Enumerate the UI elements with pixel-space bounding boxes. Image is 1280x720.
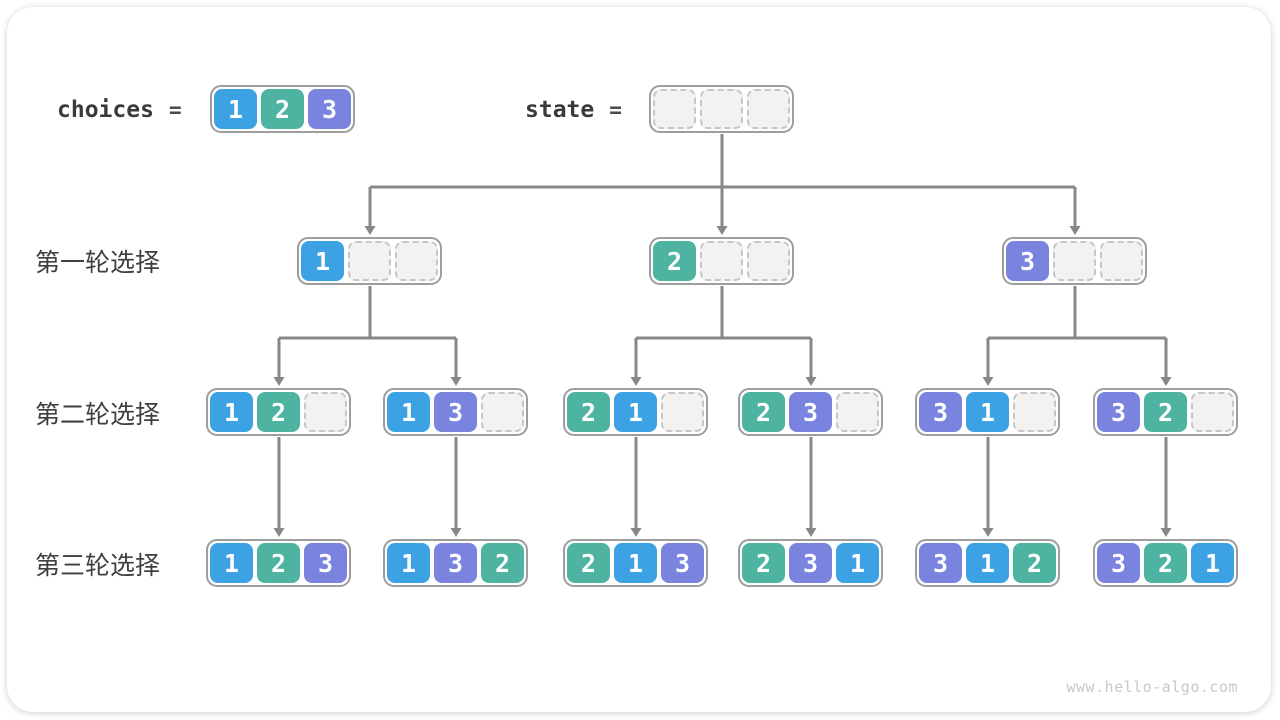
empty-slot	[348, 241, 391, 281]
choice-cell-1: 1	[614, 392, 657, 432]
choice-cell-2: 2	[1013, 543, 1056, 583]
choice-cell-3: 3	[434, 543, 477, 583]
choice-cell-1: 1	[387, 543, 430, 583]
choice-cell-3: 3	[789, 543, 832, 583]
choice-cell-2: 2	[481, 543, 524, 583]
empty-slot	[1053, 241, 1096, 281]
choice-cell-1: 1	[214, 89, 257, 129]
choices-label: choices =	[57, 85, 182, 134]
arrowhead	[630, 377, 642, 386]
empty-slot	[1013, 392, 1056, 432]
arrowhead	[450, 528, 462, 537]
choice-cell-1: 1	[387, 392, 430, 432]
choice-cell-1: 1	[210, 392, 253, 432]
arrowhead	[982, 377, 994, 386]
arrowhead	[805, 528, 817, 537]
state-equals-sign: =	[609, 97, 622, 122]
choice-cell-3: 3	[308, 89, 351, 129]
arrowhead	[1069, 226, 1081, 235]
choice-cell-2: 2	[653, 241, 696, 281]
choice-cell-2: 2	[742, 392, 785, 432]
arrowhead	[1160, 528, 1172, 537]
choice-cell-3: 3	[789, 392, 832, 432]
choice-cell-3: 3	[919, 543, 962, 583]
choice-cell-2: 2	[567, 543, 610, 583]
choice-cell-1: 1	[210, 543, 253, 583]
arrowhead	[450, 377, 462, 386]
choice-cell-1: 1	[966, 392, 1009, 432]
arrowhead	[364, 226, 376, 235]
row-label-round-1: 第一轮选择	[35, 248, 161, 277]
choice-cell-2: 2	[1144, 543, 1187, 583]
arrowhead	[630, 528, 642, 537]
choice-cell-2: 2	[742, 543, 785, 583]
arrowhead	[982, 528, 994, 537]
arrowhead	[1160, 377, 1172, 386]
empty-slot	[481, 392, 524, 432]
choice-cell-1: 1	[836, 543, 879, 583]
empty-slot	[700, 89, 743, 129]
choice-cell-2: 2	[1144, 392, 1187, 432]
choice-cell-3: 3	[304, 543, 347, 583]
state-label-text: state	[525, 96, 595, 123]
choice-cell-3: 3	[661, 543, 704, 583]
arrowhead	[716, 226, 728, 235]
row-label-round-2: 第二轮选择	[35, 400, 161, 429]
choices-equals-sign: =	[168, 97, 182, 122]
choices-label-text: choices	[57, 96, 154, 123]
arrowhead	[805, 377, 817, 386]
state-label: state =	[525, 85, 622, 134]
empty-slot	[304, 392, 347, 432]
choice-cell-3: 3	[434, 392, 477, 432]
empty-slot	[836, 392, 879, 432]
choice-cell-2: 2	[567, 392, 610, 432]
choice-cell-3: 3	[919, 392, 962, 432]
empty-slot	[653, 89, 696, 129]
choice-cell-1: 1	[301, 241, 344, 281]
empty-slot	[747, 89, 790, 129]
choice-cell-1: 1	[1191, 543, 1234, 583]
choice-cell-3: 3	[1097, 392, 1140, 432]
choice-cell-3: 3	[1006, 241, 1049, 281]
state-array	[649, 85, 794, 133]
tree-node-round1-1: 1	[297, 237, 442, 285]
watermark: www.hello-algo.com	[1066, 678, 1238, 696]
choice-cell-2: 2	[257, 392, 300, 432]
choice-cell-2: 2	[257, 543, 300, 583]
choice-cell-2: 2	[261, 89, 304, 129]
choice-cell-3: 3	[1097, 543, 1140, 583]
tree-node-round1-3: 3	[1002, 237, 1147, 285]
empty-slot	[700, 241, 743, 281]
empty-slot	[395, 241, 438, 281]
choice-cell-1: 1	[614, 543, 657, 583]
empty-slot	[1191, 392, 1234, 432]
tree-node-round1-2: 2	[649, 237, 794, 285]
empty-slot	[747, 241, 790, 281]
arrowhead	[273, 528, 285, 537]
empty-slot	[1100, 241, 1143, 281]
arrowhead	[273, 377, 285, 386]
choice-cell-1: 1	[966, 543, 1009, 583]
row-label-round-3: 第三轮选择	[35, 551, 161, 580]
empty-slot	[661, 392, 704, 432]
